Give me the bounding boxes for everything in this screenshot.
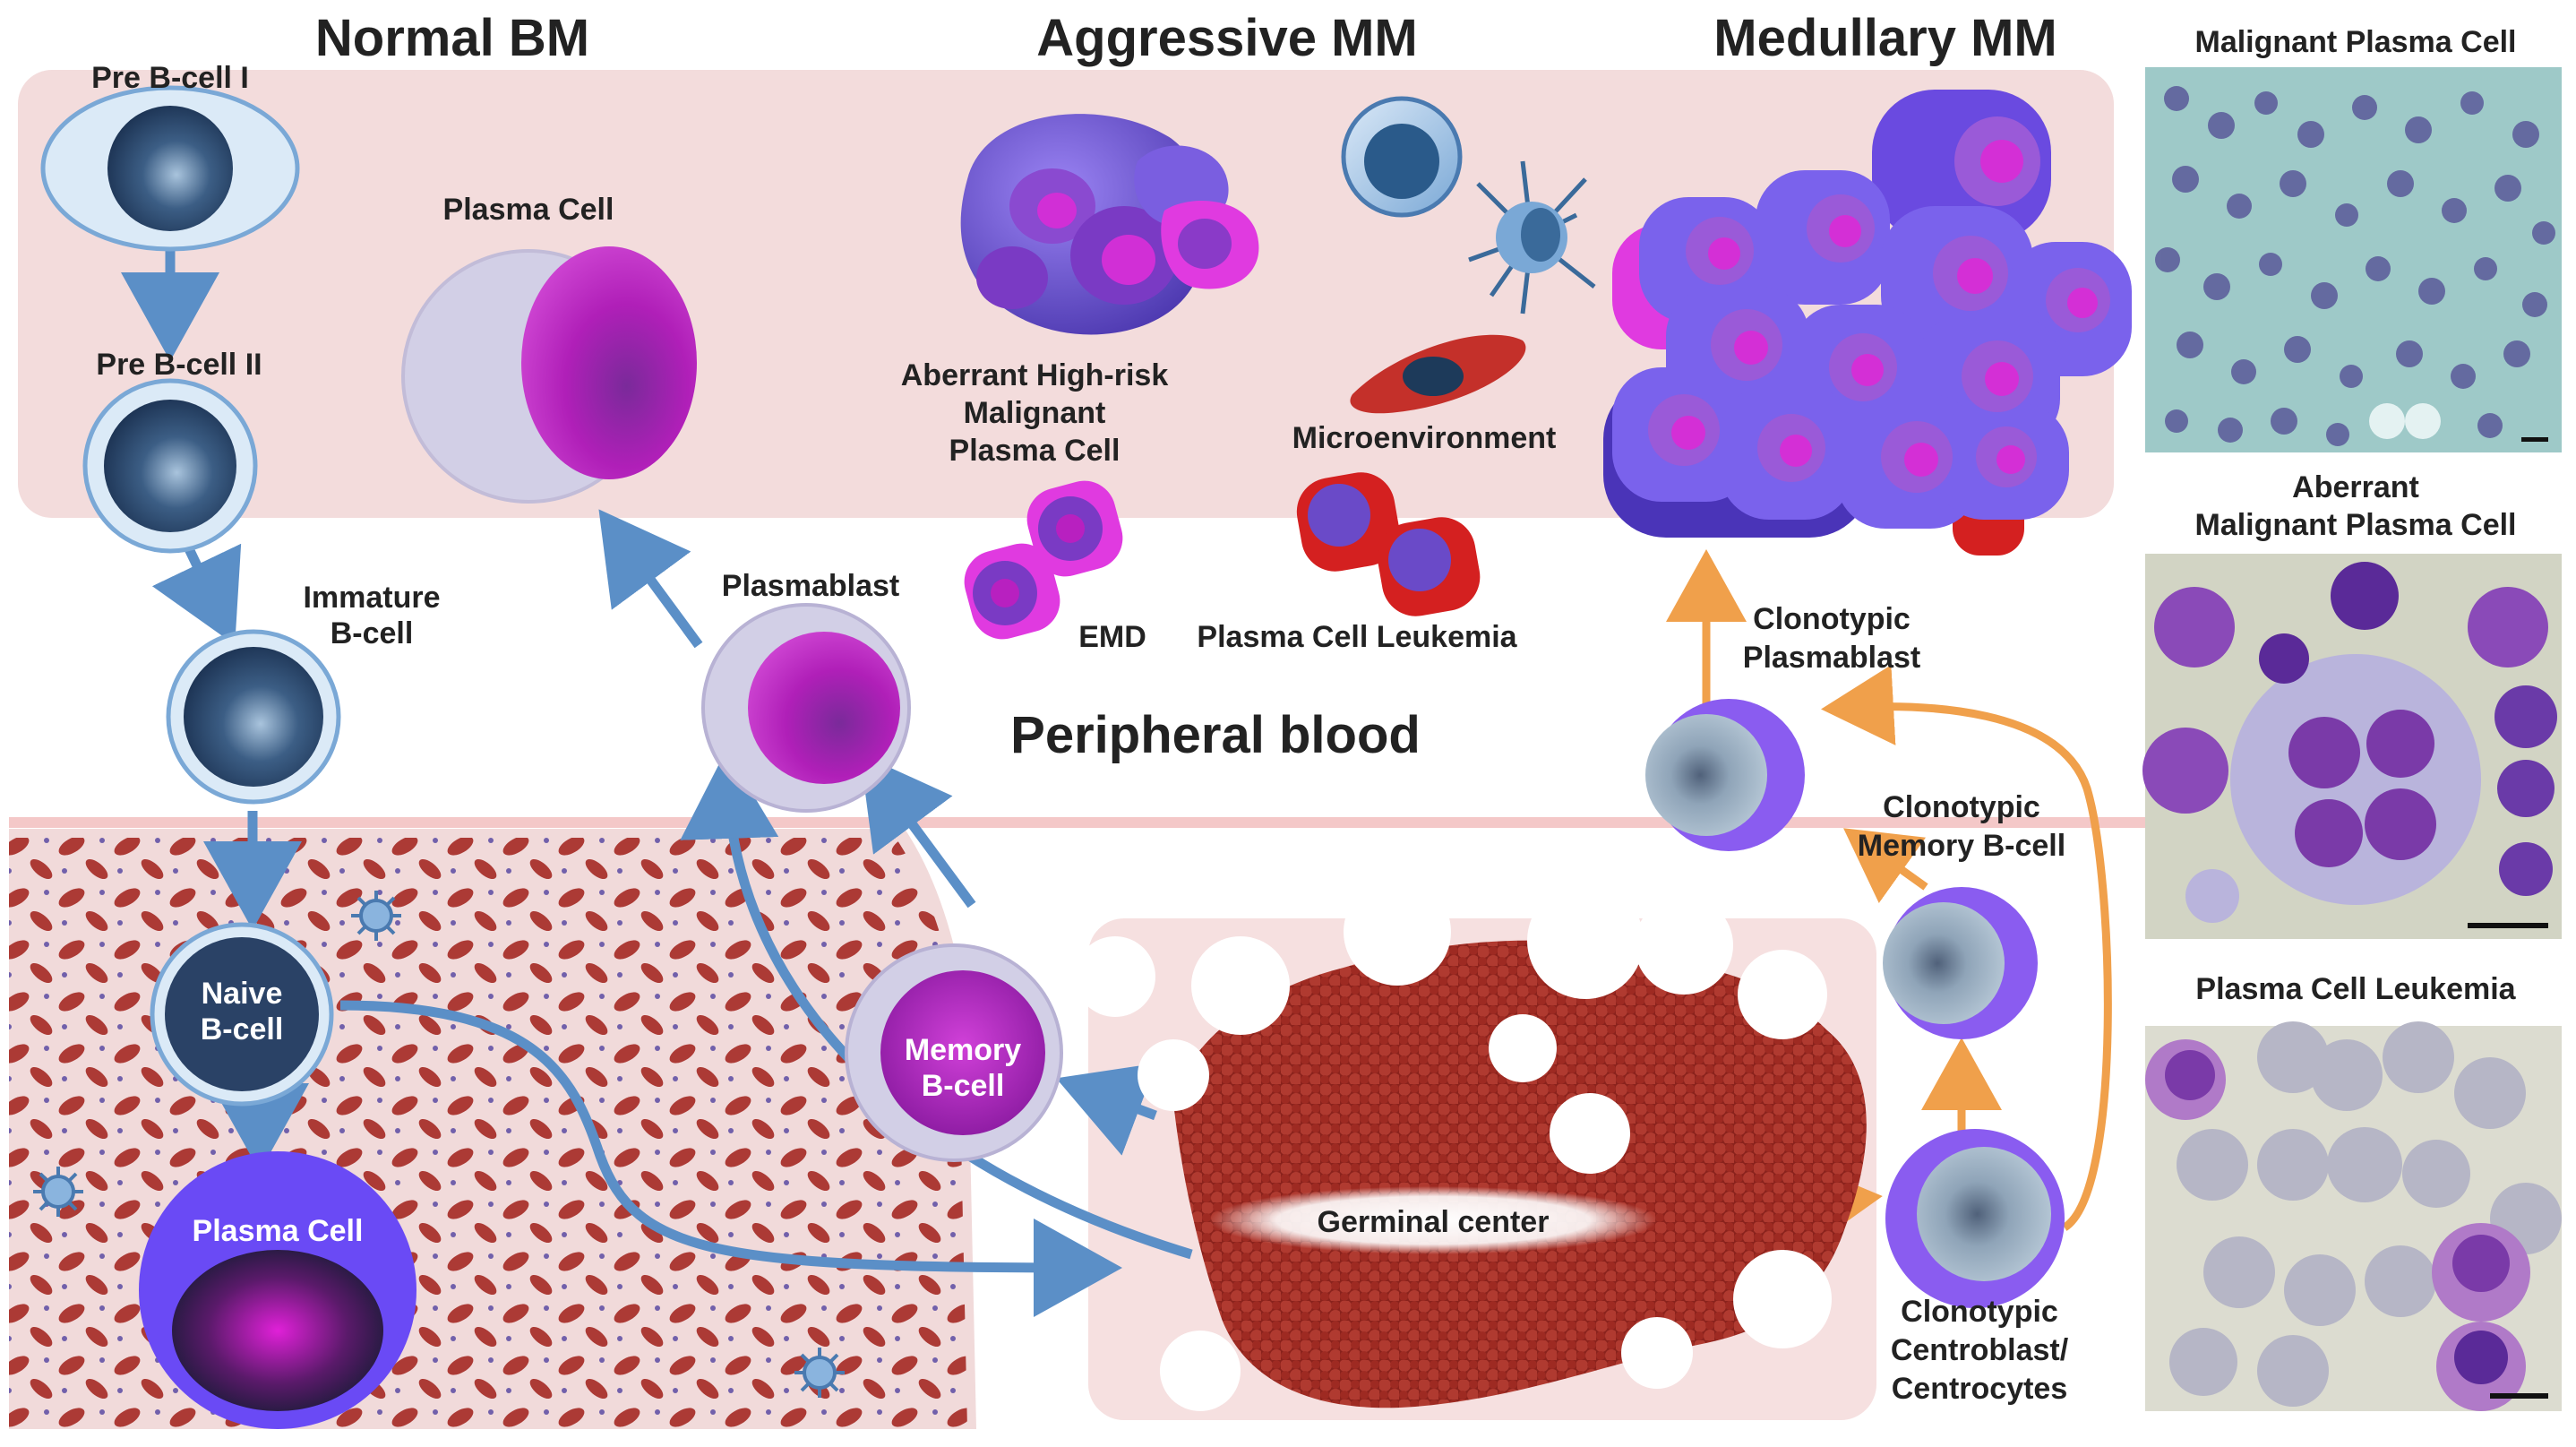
immature-b-cell [166, 629, 341, 805]
emd-cells [964, 480, 1123, 640]
divider [9, 817, 2159, 828]
aberrant-cell-cluster [960, 114, 1259, 335]
germinal-center [1075, 878, 1867, 1411]
label-clono-pb-1: Clonotypic [1753, 602, 1911, 636]
label-naive-2: B-cell [201, 1012, 284, 1046]
plasma-cell-top [401, 246, 697, 504]
plasma-cell-bottom [139, 1151, 416, 1429]
pcl-cells [1296, 472, 1481, 616]
clonotypic-plasmablast [1645, 699, 1805, 851]
label-clono-mem-1: Clonotypic [1883, 790, 2040, 824]
dendritic-cells [33, 891, 845, 1398]
panel2-title-2: Malignant Plasma Cell [2195, 508, 2517, 542]
label-clono-pb-2: Plasmablast [1743, 641, 1920, 675]
label-memory-1: Memory [905, 1033, 1021, 1067]
micrograph-plasma-cell-leukemia [2145, 1021, 2562, 1411]
plasmablast [701, 603, 911, 813]
label-germinal: Germinal center [1318, 1205, 1550, 1239]
label-memory-2: B-cell [922, 1069, 1005, 1103]
panel3-title: Plasma Cell Leukemia [2195, 972, 2516, 1006]
naive-b-cell [150, 922, 334, 1107]
label-clono-cb-1: Clonotypic [1901, 1295, 2058, 1329]
label-aberrant-3: Plasma Cell [949, 434, 1121, 468]
label-naive-1: Naive [202, 977, 283, 1011]
label-emd: EMD [1078, 620, 1146, 654]
heading-peripheral-blood: Peripheral blood [1010, 706, 1421, 764]
label-clono-cb-3: Centrocytes [1892, 1372, 2068, 1406]
micrograph-malignant-plasma-cell [2145, 67, 2562, 452]
clonotypic-centroblast [1885, 1129, 2065, 1308]
heading-normal-bm: Normal BM [315, 9, 589, 67]
memory-b-cell [845, 943, 1063, 1162]
panel1-title: Malignant Plasma Cell [2195, 25, 2517, 59]
microenvironment-cells [1341, 96, 1596, 414]
pre-b-cell-1 [40, 85, 300, 252]
label-pre-b2: Pre B-cell II [96, 348, 262, 382]
heading-aggressive-mm: Aggressive MM [1036, 9, 1417, 67]
label-clono-cb-2: Centroblast/ [1891, 1333, 2069, 1367]
lineage-arrows [121, 244, 1193, 1260]
medullary-cluster [1603, 90, 2132, 556]
clonotypic-memory-b-cell [1883, 887, 2038, 1039]
label-immature-2: B-cell [331, 616, 414, 650]
naive-to-gc-arrow [339, 1000, 1122, 1317]
label-clono-mem-2: Memory B-cell [1858, 829, 2065, 863]
label-pre-b1: Pre B-cell I [91, 61, 249, 95]
label-pcl: Plasma Cell Leukemia [1197, 620, 1517, 654]
label-plasmablast: Plasmablast [722, 569, 899, 603]
label-aberrant-2: Malignant [964, 396, 1106, 430]
label-immature-1: Immature [303, 581, 440, 615]
heading-medullary-mm: Medullary MM [1713, 9, 2057, 67]
panel2-title-1: Aberrant [2292, 470, 2419, 504]
label-plasma-bottom: Plasma Cell [193, 1214, 364, 1248]
micrograph-aberrant-malignant-plasma-cell [2142, 554, 2562, 939]
label-aberrant-1: Aberrant High-risk [901, 358, 1169, 392]
label-plasma-top: Plasma Cell [443, 193, 614, 227]
label-microenvironment: Microenvironment [1292, 421, 1557, 455]
pre-b-cell-2 [82, 378, 258, 554]
